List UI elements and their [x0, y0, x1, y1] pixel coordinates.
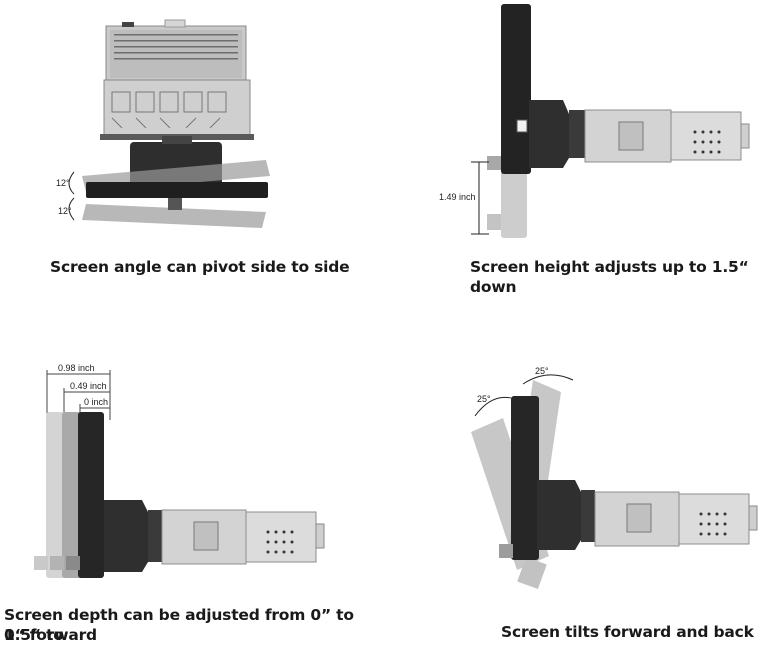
pivot-angle-top: 12° — [56, 178, 70, 188]
depth-dim-mid: 0.49 inch — [70, 381, 107, 391]
pivot-caption: Screen angle can pivot side to side — [50, 258, 350, 276]
height-caption: Screen height adjusts up to 1.5“ down — [470, 258, 749, 296]
panel-pivot: 12° 12° Screen angle can pivot side to s… — [0, 0, 383, 290]
depth-caption-line1: Screen depth can be adjusted from 0” to … — [4, 606, 354, 644]
pivot-angle-bottom: 12° — [58, 206, 72, 216]
tilt-angle-left: 25° — [477, 394, 491, 404]
height-illustration: 1.49 inch — [439, 4, 750, 238]
tilt-caption: Screen tilts forward and back — [501, 623, 754, 641]
depth-dim-near: 0 inch — [84, 397, 108, 407]
panel-height: 1.49 inch Screen height adjusts up to 1.… — [383, 0, 766, 296]
depth-caption-line2: 1“ forward — [4, 626, 97, 644]
height-dimension-label: 1.49 inch — [439, 192, 476, 202]
pivot-illustration: 12° 12° — [56, 19, 270, 228]
panel-depth: 0.98 inch 0.49 inch 0 inch Screen depth … — [0, 360, 383, 650]
tilt-illustration: 25° 25° — [471, 366, 758, 589]
tilt-angle-right: 25° — [535, 366, 549, 376]
depth-illustration: 0.98 inch 0.49 inch 0 inch — [34, 363, 325, 578]
panel-tilt: 25° 25° Screen tilts forward and back — [383, 360, 766, 650]
depth-dim-far: 0.98 inch — [58, 363, 95, 373]
